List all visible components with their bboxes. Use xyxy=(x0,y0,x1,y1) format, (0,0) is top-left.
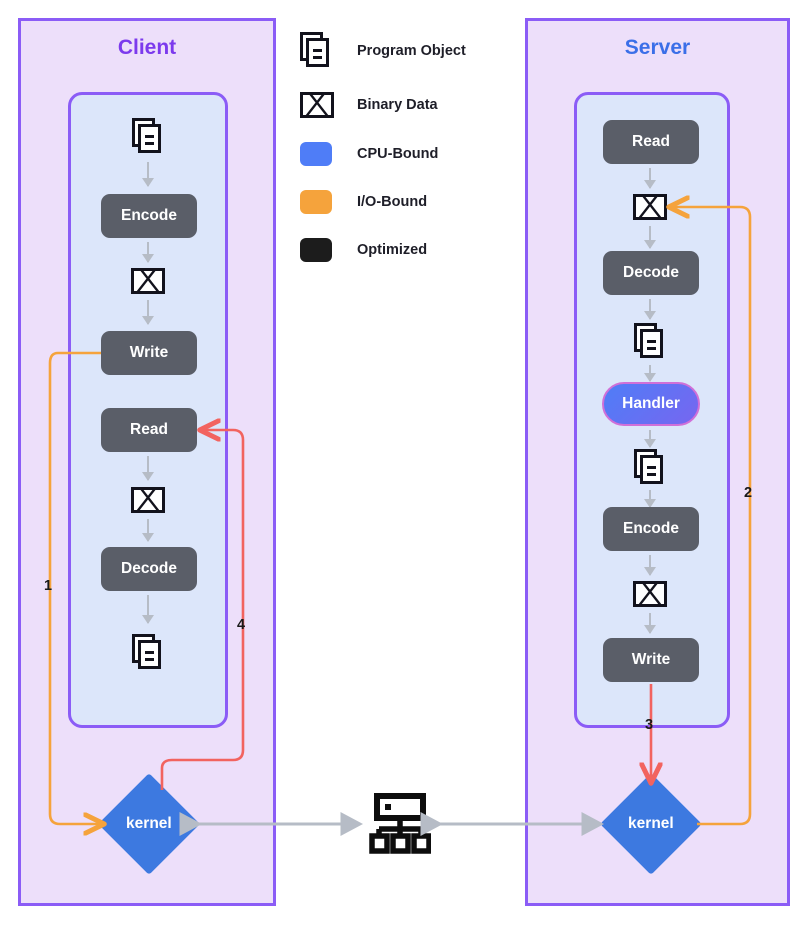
cpu-bound-swatch xyxy=(300,142,332,166)
legend-item-cpu-bound: CPU-Bound xyxy=(300,142,438,166)
flow-arrow xyxy=(142,300,154,325)
client-read-node[interactable]: Read xyxy=(101,408,197,452)
io-bound-swatch xyxy=(300,190,332,214)
network-hub-icon xyxy=(369,793,432,855)
client-write-node[interactable]: Write xyxy=(101,331,197,375)
flow-arrow xyxy=(644,226,656,249)
route-label-3: 3 xyxy=(645,717,654,733)
legend-item-program-object: Program Object xyxy=(300,32,466,70)
legend-item-io-bound: I/O-Bound xyxy=(300,190,427,214)
client-read-label: Read xyxy=(130,421,168,438)
legend-label: Program Object xyxy=(357,43,466,59)
client-title: Client xyxy=(117,36,177,59)
flow-arrow xyxy=(644,555,656,576)
flow-arrow xyxy=(644,299,656,320)
flow-arrow xyxy=(644,613,656,634)
client-decode-label: Decode xyxy=(121,560,177,577)
flow-arrow xyxy=(142,242,154,263)
flow-arrow xyxy=(644,430,656,448)
flow-arrow xyxy=(142,519,154,542)
server-write-node[interactable]: Write xyxy=(603,638,699,682)
client-kernel-label: kernel xyxy=(126,814,172,832)
optimized-swatch xyxy=(300,238,332,262)
flow-arrow xyxy=(142,162,154,187)
server-read-label: Read xyxy=(632,133,670,150)
flow-arrow xyxy=(644,490,656,508)
client-write-label: Write xyxy=(129,344,169,361)
program-object-icon xyxy=(634,449,669,487)
client-encode-label: Encode xyxy=(121,207,177,224)
binary-data-icon xyxy=(131,487,165,513)
legend-label: Optimized xyxy=(357,242,428,258)
legend-label: CPU-Bound xyxy=(357,146,439,162)
server-handler-label: Handler xyxy=(622,395,680,412)
server-title: Server xyxy=(624,36,691,59)
binary-data-icon xyxy=(633,194,667,220)
binary-data-icon xyxy=(131,268,165,294)
binary-data-icon xyxy=(633,581,667,607)
legend-label: I/O-Bound xyxy=(357,194,428,210)
flow-arrow xyxy=(644,365,656,382)
server-decode-label: Decode xyxy=(623,264,679,281)
route-label-2: 2 xyxy=(744,485,753,501)
flow-arrow xyxy=(142,456,154,481)
legend-item-optimized: Optimized xyxy=(300,238,427,262)
program-object-icon xyxy=(634,323,669,361)
server-kernel-label: kernel xyxy=(628,814,674,832)
binary-data-icon xyxy=(300,92,334,118)
flow-arrow xyxy=(644,168,656,189)
program-object-icon xyxy=(300,32,335,70)
legend-item-binary-data: Binary Data xyxy=(300,90,438,120)
legend-label: Binary Data xyxy=(357,97,438,113)
server-handler-node[interactable]: Handler xyxy=(602,382,700,426)
client-decode-node[interactable]: Decode xyxy=(101,547,197,591)
flow-arrow xyxy=(142,595,154,624)
server-write-label: Write xyxy=(631,651,671,668)
route-label-1: 1 xyxy=(44,578,53,594)
server-encode-label: Encode xyxy=(623,520,679,537)
server-encode-node[interactable]: Encode xyxy=(603,507,699,551)
server-decode-node[interactable]: Decode xyxy=(603,251,699,295)
program-object-icon xyxy=(132,634,167,672)
route-label-4: 4 xyxy=(237,617,246,633)
program-object-icon xyxy=(132,118,167,156)
client-encode-node[interactable]: Encode xyxy=(101,194,197,238)
server-read-node[interactable]: Read xyxy=(603,120,699,164)
